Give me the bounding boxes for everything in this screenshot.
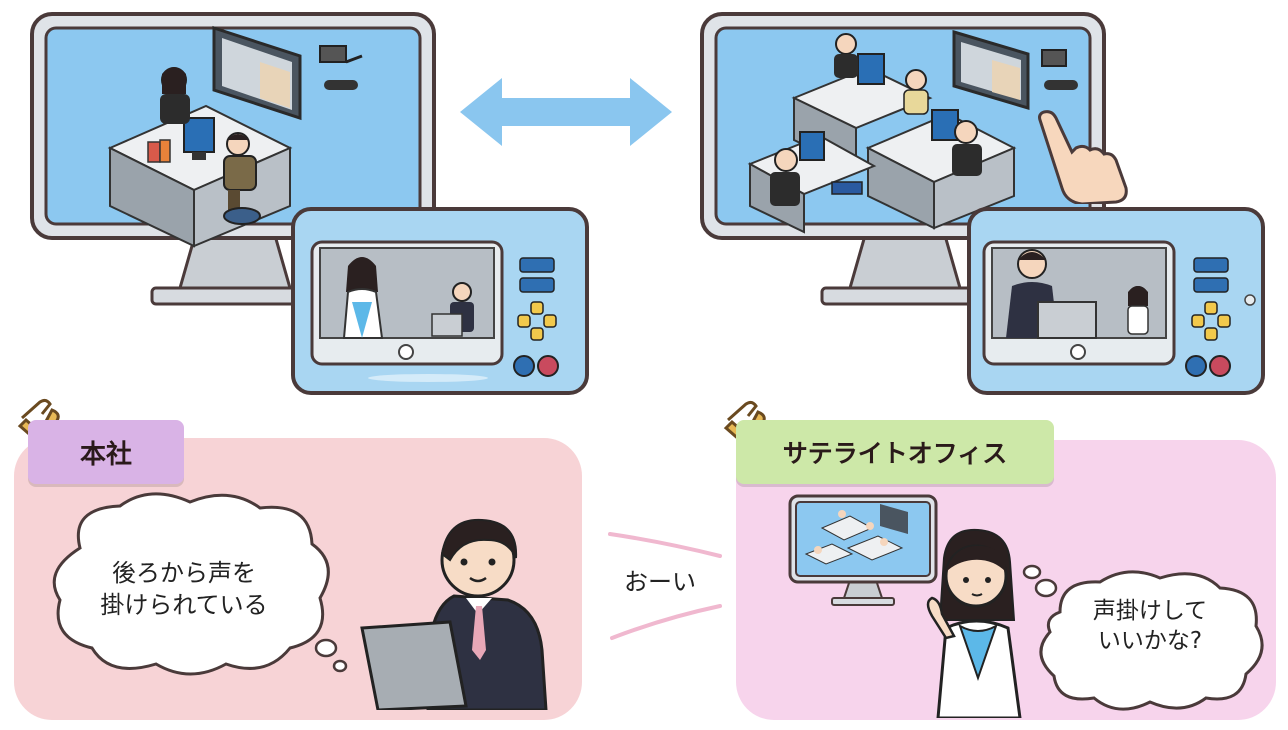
hq-bubble-line2: 掛けられている <box>100 590 268 619</box>
hq-label: 本社 <box>28 420 184 484</box>
hq-bubble-line1: 後ろから声を <box>112 559 256 587</box>
satellite-woman <box>908 528 1038 718</box>
pointing-hand-icon <box>1036 108 1132 204</box>
satellite-tablet <box>966 206 1266 396</box>
satellite-bubble-line2: いいかな? <box>1097 628 1203 655</box>
double-arrow-icon <box>460 76 672 148</box>
hq-monitor <box>28 10 438 310</box>
hq-man-laptop <box>358 510 558 710</box>
satellite-bubble-text: 声掛けして いいかな? <box>1060 596 1240 657</box>
hq-thought-bubble <box>40 488 350 688</box>
satellite-monitor <box>698 10 1108 310</box>
call-lines-icon <box>604 520 724 650</box>
satellite-bubble-line1: 声掛けして <box>1092 598 1208 624</box>
hq-bubble-text: 後ろから声を 掛けられている <box>64 558 304 621</box>
satellite-thought-bubble <box>1010 556 1272 716</box>
satellite-small-monitor <box>788 494 938 608</box>
center-call-text: おーい <box>624 568 696 596</box>
satellite-label: サテライトオフィス <box>736 420 1054 484</box>
hq-tablet <box>290 206 590 396</box>
